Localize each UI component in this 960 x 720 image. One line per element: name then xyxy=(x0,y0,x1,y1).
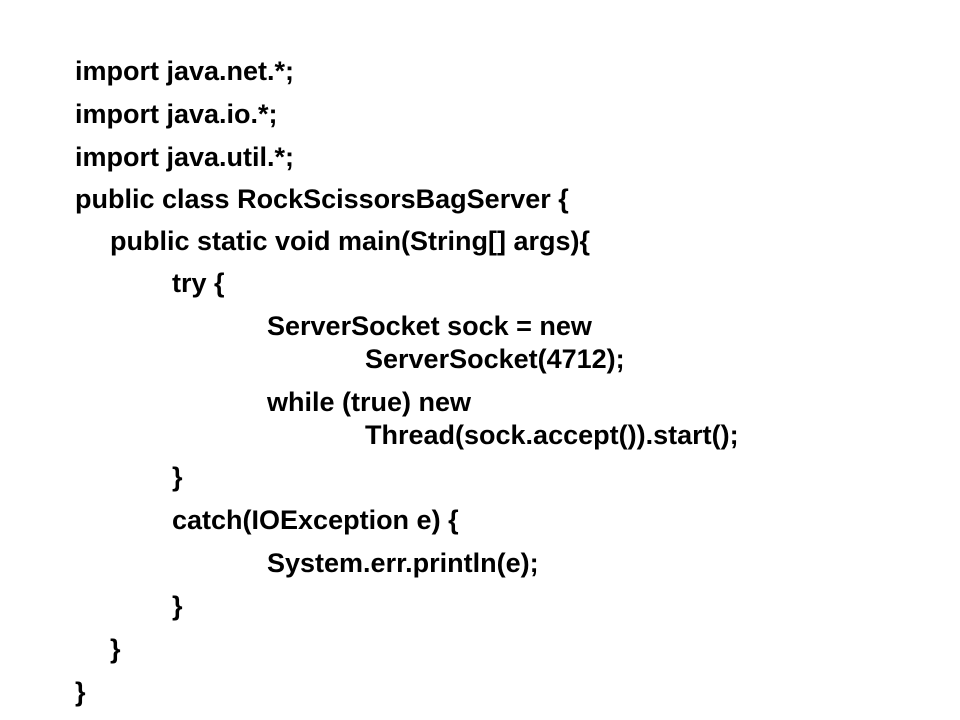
code-line-continuation: ServerSocket(4712); xyxy=(365,344,625,374)
code-line-continuation: Thread(sock.accept()).start(); xyxy=(365,420,739,450)
code-line-try: try { xyxy=(172,267,225,300)
code-line-catch: catch(IOException e) { xyxy=(172,504,459,537)
code-line-text: } xyxy=(172,591,183,621)
code-line-method-close: } xyxy=(110,633,121,666)
code-line-text: System.err.println(e); xyxy=(267,548,539,578)
code-line-text: import java.io.*; xyxy=(75,99,278,129)
code-line-text: public static void main(String[] args){ xyxy=(110,226,591,256)
code-line-import-io: import java.io.*; xyxy=(75,98,278,131)
code-line-while-loop: while (true) new Thread(sock.accept()).s… xyxy=(267,386,739,452)
code-line-main-method: public static void main(String[] args){ xyxy=(110,225,590,258)
code-line-text: ServerSocket sock = new xyxy=(267,311,592,341)
code-line-text: } xyxy=(75,677,86,707)
code-line-text: catch(IOException e) { xyxy=(172,505,459,535)
code-line-text: import java.net.*; xyxy=(75,56,295,86)
code-line-text: try { xyxy=(172,268,225,298)
code-line-server-socket: ServerSocket sock = new ServerSocket(471… xyxy=(267,310,625,376)
code-line-try-close: } xyxy=(172,461,183,494)
code-line-text: import java.util.*; xyxy=(75,142,295,172)
code-line-print-error: System.err.println(e); xyxy=(267,547,539,580)
code-line-import-net: import java.net.*; xyxy=(75,55,294,88)
code-line-text: while (true) new xyxy=(267,387,472,417)
code-line-text: } xyxy=(172,462,183,492)
code-line-text: public class RockScissorsBagServer { xyxy=(75,184,569,214)
code-line-class-close: } xyxy=(75,676,86,709)
code-line-text: } xyxy=(110,634,121,664)
code-line-class-declaration: public class RockScissorsBagServer { xyxy=(75,183,569,216)
code-line-import-util: import java.util.*; xyxy=(75,141,294,174)
code-line-catch-close: } xyxy=(172,590,183,623)
